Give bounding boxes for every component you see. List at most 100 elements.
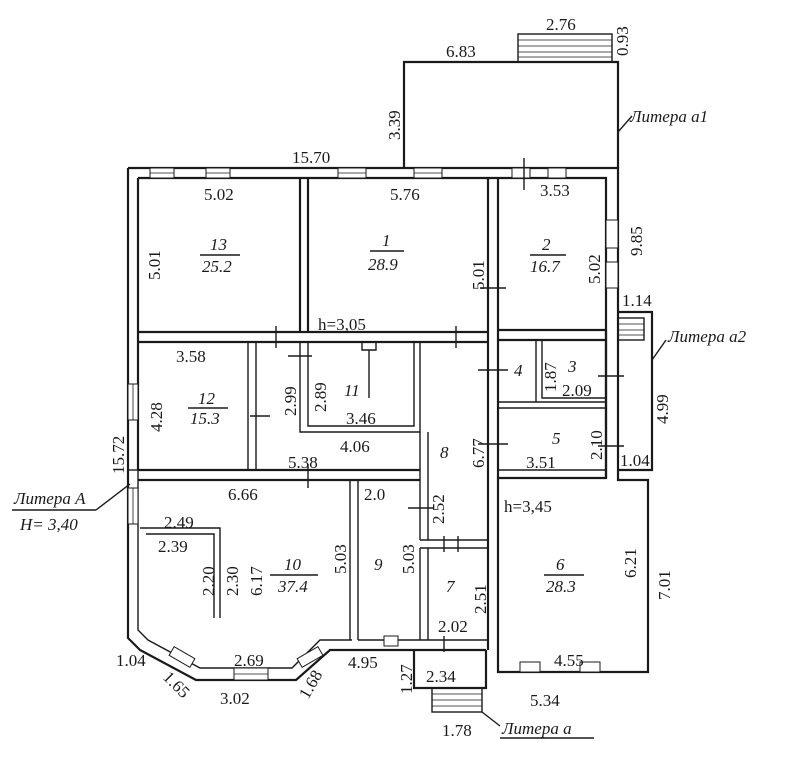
dim-2-49: 2.49	[164, 513, 194, 532]
window-top-13	[149, 167, 175, 179]
litera-labels: Литера а 1 Литера а2 Литера А Н= 3,40 Лит…	[12, 107, 747, 739]
dim-5-02-right: 5.02	[585, 254, 604, 284]
dim-6-66: 6.66	[228, 485, 258, 504]
dim-3-51: 3.51	[526, 453, 556, 472]
dim-4-55: 4.55	[554, 651, 584, 670]
litera-A-label: Литера А Н= 3,40	[12, 483, 131, 534]
window-left-10	[127, 487, 139, 525]
litera-a1-block	[402, 33, 633, 168]
svg-text:15.3: 15.3	[190, 409, 220, 428]
dim-2-69: 2.69	[234, 651, 264, 670]
svg-text:2: 2	[542, 235, 551, 254]
dim-1-65: 1.65	[159, 667, 193, 701]
room-3: 3	[567, 357, 577, 376]
dim-2-02: 2.02	[438, 617, 468, 636]
dim-3-53: 3.53	[540, 181, 570, 200]
window-left-12	[127, 383, 139, 421]
dim-2-89: 2.89	[311, 382, 330, 412]
dim-5-01-mid: 5.01	[469, 260, 488, 290]
room-11: 11	[344, 381, 360, 400]
dim-5-38: 5.38	[288, 453, 318, 472]
dim-15-70: 15.70	[292, 148, 330, 167]
dim-2-99: 2.99	[281, 386, 300, 416]
room-5: 5	[552, 429, 561, 448]
dim-2-51: 2.51	[471, 584, 490, 614]
dim-3-39: 3.39	[385, 110, 404, 140]
dim-2-0: 2.0	[364, 485, 385, 504]
svg-text:28.9: 28.9	[368, 255, 398, 274]
dim-5-03-a: 5.03	[331, 544, 350, 574]
dim-6-83: 6.83	[446, 42, 476, 61]
room-2: 2 16.7	[530, 235, 566, 276]
svg-text:6: 6	[556, 555, 565, 574]
dim-6-21: 6.21	[621, 548, 640, 578]
svg-text:Литера А: Литера А	[13, 489, 86, 508]
dim-2-76: 2.76	[546, 15, 576, 34]
dim-3-02: 3.02	[220, 689, 250, 708]
dim-2-30: 2.30	[223, 566, 242, 596]
svg-text:37.4: 37.4	[277, 577, 308, 596]
room-9: 9	[374, 555, 383, 574]
dim-4-95: 4.95	[348, 653, 378, 672]
dim-1-04-left: 1.04	[116, 651, 146, 670]
dim-0-93: 0.93	[613, 26, 632, 56]
svg-text:Н= 3,40: Н= 3,40	[19, 515, 78, 534]
room-7: 7	[446, 577, 456, 596]
windows	[127, 158, 619, 681]
litera-a-label: Литера а	[501, 719, 572, 738]
room-1: 1 28.9	[368, 231, 404, 274]
dim-2-39: 2.39	[158, 537, 188, 556]
window-right-2	[605, 219, 619, 289]
dim-7-01: 7.01	[655, 570, 674, 600]
litera-a-block	[412, 650, 501, 727]
svg-text:25.2: 25.2	[202, 257, 232, 276]
interior-walls	[138, 178, 606, 650]
dim-2-20: 2.20	[199, 566, 218, 596]
svg-text:1: 1	[382, 231, 391, 250]
room-4: 4	[514, 361, 523, 380]
dim-1-87: 1.87	[541, 362, 560, 392]
svg-text:10: 10	[284, 555, 302, 574]
window-top-13b	[205, 167, 231, 179]
room-6: 6 28.3	[544, 555, 584, 596]
dim-5-01-left: 5.01	[145, 250, 164, 280]
dim-3-58: 3.58	[176, 347, 206, 366]
window-bottom-9	[383, 635, 399, 647]
window-bottom-bay	[168, 645, 324, 681]
svg-text:12: 12	[198, 389, 216, 408]
window-top-1b	[413, 167, 443, 179]
litera-a2-block	[617, 310, 667, 472]
dim-1-27: 1.27	[397, 664, 416, 694]
dim-4-99: 4.99	[653, 394, 672, 424]
room-8: 8	[440, 443, 449, 462]
dim-5-02-top: 5.02	[204, 185, 234, 204]
svg-text:28.3: 28.3	[546, 577, 576, 596]
dim-4-06: 4.06	[340, 437, 370, 456]
dim-1-78: 1.78	[442, 721, 472, 740]
room-10: 10 37.4	[270, 555, 318, 596]
svg-text:16.7: 16.7	[530, 257, 561, 276]
dim-6-77: 6.77	[469, 438, 488, 468]
svg-text:13: 13	[210, 235, 227, 254]
window-top-2	[511, 158, 567, 190]
doors	[250, 287, 624, 652]
window-bottom-6	[519, 661, 601, 673]
dim-6-17: 6.17	[247, 566, 266, 596]
dim-2-10: 2.10	[587, 430, 606, 460]
dim-15-72: 15.72	[109, 436, 128, 474]
dim-4-28: 4.28	[147, 402, 166, 432]
room-13: 13 25.2	[200, 235, 240, 276]
dim-5-03-b: 5.03	[399, 544, 418, 574]
dim-1-14: 1.14	[622, 291, 652, 310]
dim-3-46: 3.46	[346, 409, 376, 428]
dim-1-68: 1.68	[295, 667, 326, 702]
window-top-1	[337, 167, 367, 179]
room-labels: 13 25.2 1 28.9 2 16.7 12 15.3 11 4 3 5 8…	[188, 231, 584, 596]
litera-a2-label: Литера а2	[667, 327, 747, 346]
height-3-05: h=3,05	[318, 315, 366, 334]
dim-9-85: 9.85	[627, 226, 646, 256]
dim-1-04-right: 1.04	[620, 451, 650, 470]
dim-5-34: 5.34	[530, 691, 560, 710]
dimension-labels: 2.76 0.93 6.83 3.39 15.70 5.02 5.76 3.53…	[109, 15, 674, 740]
